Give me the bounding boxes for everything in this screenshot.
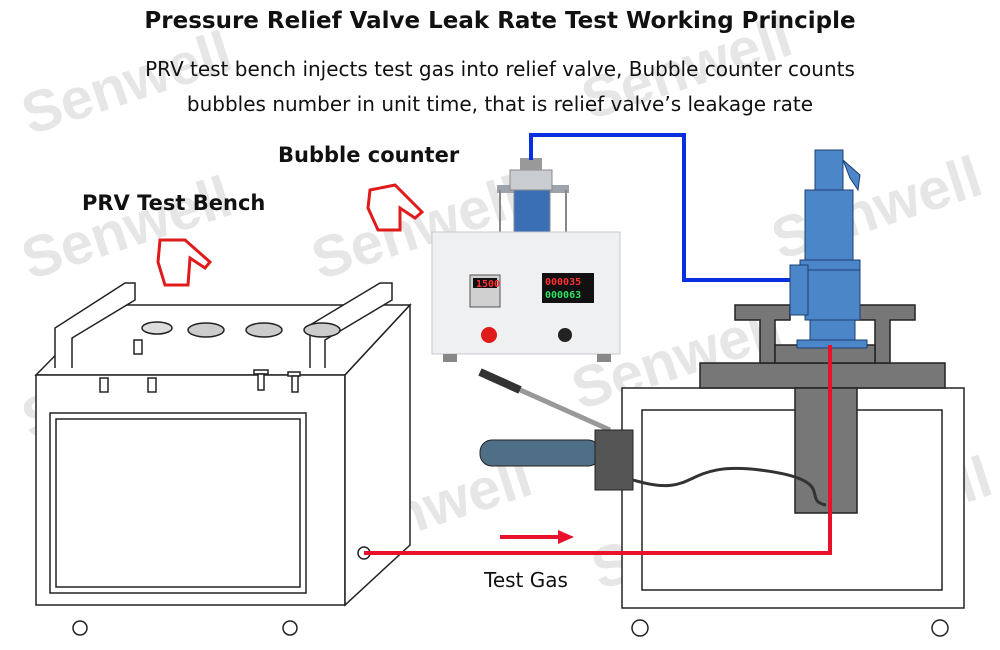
bubble-counter-line (529, 133, 793, 282)
timer-display: 1500 (476, 279, 500, 290)
pointing-hand-icon (156, 238, 213, 287)
test-bench-label: PRV Test Bench (82, 191, 266, 215)
prv-test-bench (34, 282, 412, 636)
bubble-counter-device: 1500 000035 000063 (431, 158, 621, 362)
test-gas-label: Test Gas (484, 568, 568, 592)
watermark: Senwell (14, 19, 239, 148)
bubble-counter-label: Bubble counter (278, 143, 460, 167)
subtitle-line: bubbles number in unit time, that is rel… (186, 92, 814, 116)
test-gas-line (364, 345, 832, 555)
adjust-knob (558, 328, 572, 342)
count-display-top: 000035 (545, 277, 581, 288)
count-display-bottom: 000063 (545, 290, 581, 301)
start-button (481, 327, 497, 343)
hand-pump (478, 368, 827, 507)
relief-valve (789, 149, 868, 349)
subtitle-line: PRV test bench injects test gas into rel… (145, 57, 855, 81)
flow-arrow-icon (500, 530, 574, 544)
valve-test-station (621, 304, 965, 637)
watermark: Senwell (764, 144, 989, 273)
pointing-hand-icon (366, 183, 425, 232)
page-title: Pressure Relief Valve Leak Rate Test Wor… (144, 8, 856, 34)
watermark: Senwell (14, 164, 239, 293)
